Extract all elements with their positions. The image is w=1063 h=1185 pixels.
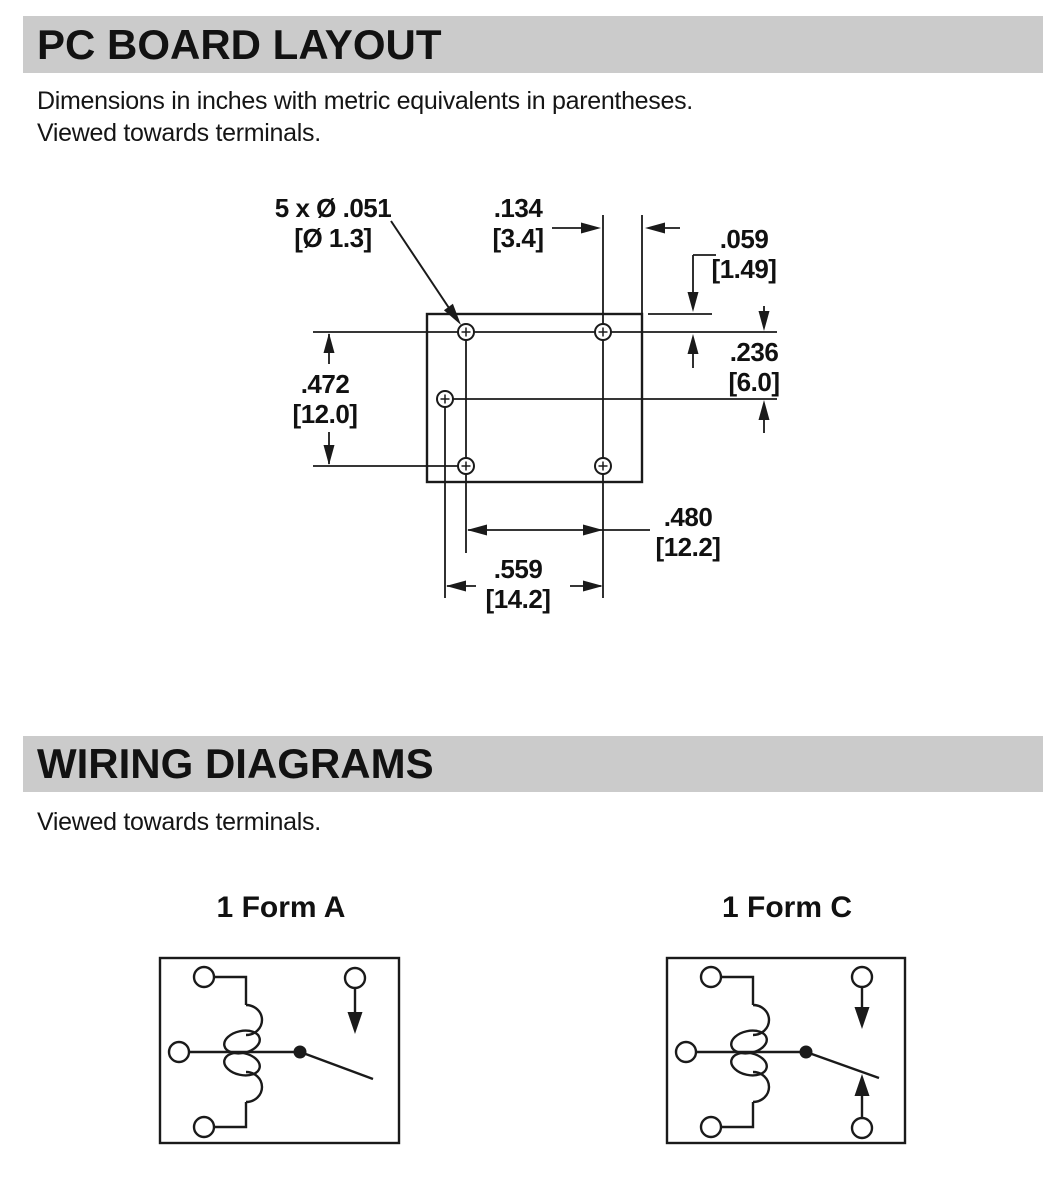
dim-559-metric: [14.2] (485, 584, 551, 614)
form-a-terminal-no (343, 966, 367, 990)
form-c-no-arrow (854, 987, 870, 1029)
dim-480-arrows (467, 524, 650, 536)
dim-059-arrows (687, 254, 716, 368)
hole-callout-label: 5 x Ø .051 [Ø 1.3] (253, 193, 413, 253)
form-a-coil-wire-bottom (214, 1102, 248, 1129)
form-a-terminal-coil-top (192, 965, 216, 989)
form-c-terminal-coil-top (699, 965, 723, 989)
form-a-title: 1 Form A (216, 891, 346, 924)
pcb-note-line1: Dimensions in inches with metric equival… (37, 87, 693, 115)
wiring-note: Viewed towards terminals. (37, 808, 321, 836)
hole-bottom-left (457, 457, 475, 475)
form-c-title: 1 Form C (721, 891, 853, 924)
pcb-board-outline (425, 312, 644, 484)
wiring-section-header: WIRING DIAGRAMS (23, 736, 1043, 792)
dim-472-inch: .472 (300, 369, 350, 399)
hole-middle-left (436, 390, 454, 408)
form-a-terminal-common (167, 1040, 191, 1064)
hole-top-right (594, 323, 612, 341)
pcb-drawing (313, 215, 777, 598)
form-c-nc-arrow (854, 1074, 870, 1118)
dim-236-label: .236 [6.0] (674, 337, 834, 397)
wiring-form-a (158, 956, 401, 1145)
dim-236-inch: .236 (729, 337, 779, 367)
dim-134-label: .134 [3.4] (438, 193, 598, 253)
form-a-coil-wire-top (214, 975, 248, 1005)
form-c-switch-blade (808, 1051, 880, 1080)
wiring-section-title: WIRING DIAGRAMS (37, 740, 434, 787)
dim-059-metric: [1.49] (711, 254, 777, 284)
dim-559-inch: .559 (493, 554, 543, 584)
form-a-pivot-dot (293, 1045, 307, 1059)
dim-559-label: .559 [14.2] (438, 554, 598, 614)
pcb-section-title: PC BOARD LAYOUT (37, 20, 442, 68)
hole-callout-metric: [Ø 1.3] (294, 223, 372, 253)
form-c-pivot-dot (799, 1045, 813, 1059)
dim-472-metric: [12.0] (292, 399, 358, 429)
hole-callout-inch: 5 x Ø .051 (274, 193, 392, 223)
form-c-case (665, 956, 907, 1145)
hole-callout-leader (390, 220, 461, 325)
form-c-terminal-nc (850, 1116, 874, 1140)
wiring-form-c (665, 956, 907, 1145)
dim-059-label: .059 [1.49] (664, 224, 824, 284)
form-c-terminal-common (674, 1040, 698, 1064)
dim-236-metric: [6.0] (728, 367, 780, 397)
form-a-coil (223, 1003, 264, 1104)
dim-134-inch: .134 (493, 193, 543, 223)
pcb-mounting-holes (436, 323, 612, 475)
pcb-section-header: PC BOARD LAYOUT (23, 16, 1043, 73)
form-a-case (158, 956, 401, 1145)
dim-559-arrows (446, 580, 603, 592)
dim-059-inch: .059 (719, 224, 769, 254)
pcb-note-line2: Viewed towards terminals. (37, 119, 321, 147)
pcb-extension-lines (313, 215, 777, 598)
form-c-coil (730, 1003, 771, 1104)
hole-bottom-right (594, 457, 612, 475)
form-c-terminal-no (850, 965, 874, 989)
dim-472-arrows (323, 333, 335, 465)
form-a-terminal-coil-bottom (192, 1115, 216, 1139)
dim-134-metric: [3.4] (492, 223, 544, 253)
dim-134-arrows (552, 222, 680, 234)
dim-236-arrows (758, 306, 770, 433)
form-c-coil-wire-top (721, 975, 755, 1005)
form-a-switch-blade (302, 1051, 374, 1081)
form-c-coil-wire-bottom (721, 1102, 755, 1129)
dim-472-label: .472 [12.0] (245, 369, 405, 429)
form-a-no-arrow (347, 988, 363, 1034)
dim-480-inch: .480 (663, 502, 713, 532)
dim-480-label: .480 [12.2] (608, 502, 768, 562)
hole-top-left (457, 323, 475, 341)
form-c-terminal-coil-bottom (699, 1115, 723, 1139)
dim-480-metric: [12.2] (655, 532, 721, 562)
